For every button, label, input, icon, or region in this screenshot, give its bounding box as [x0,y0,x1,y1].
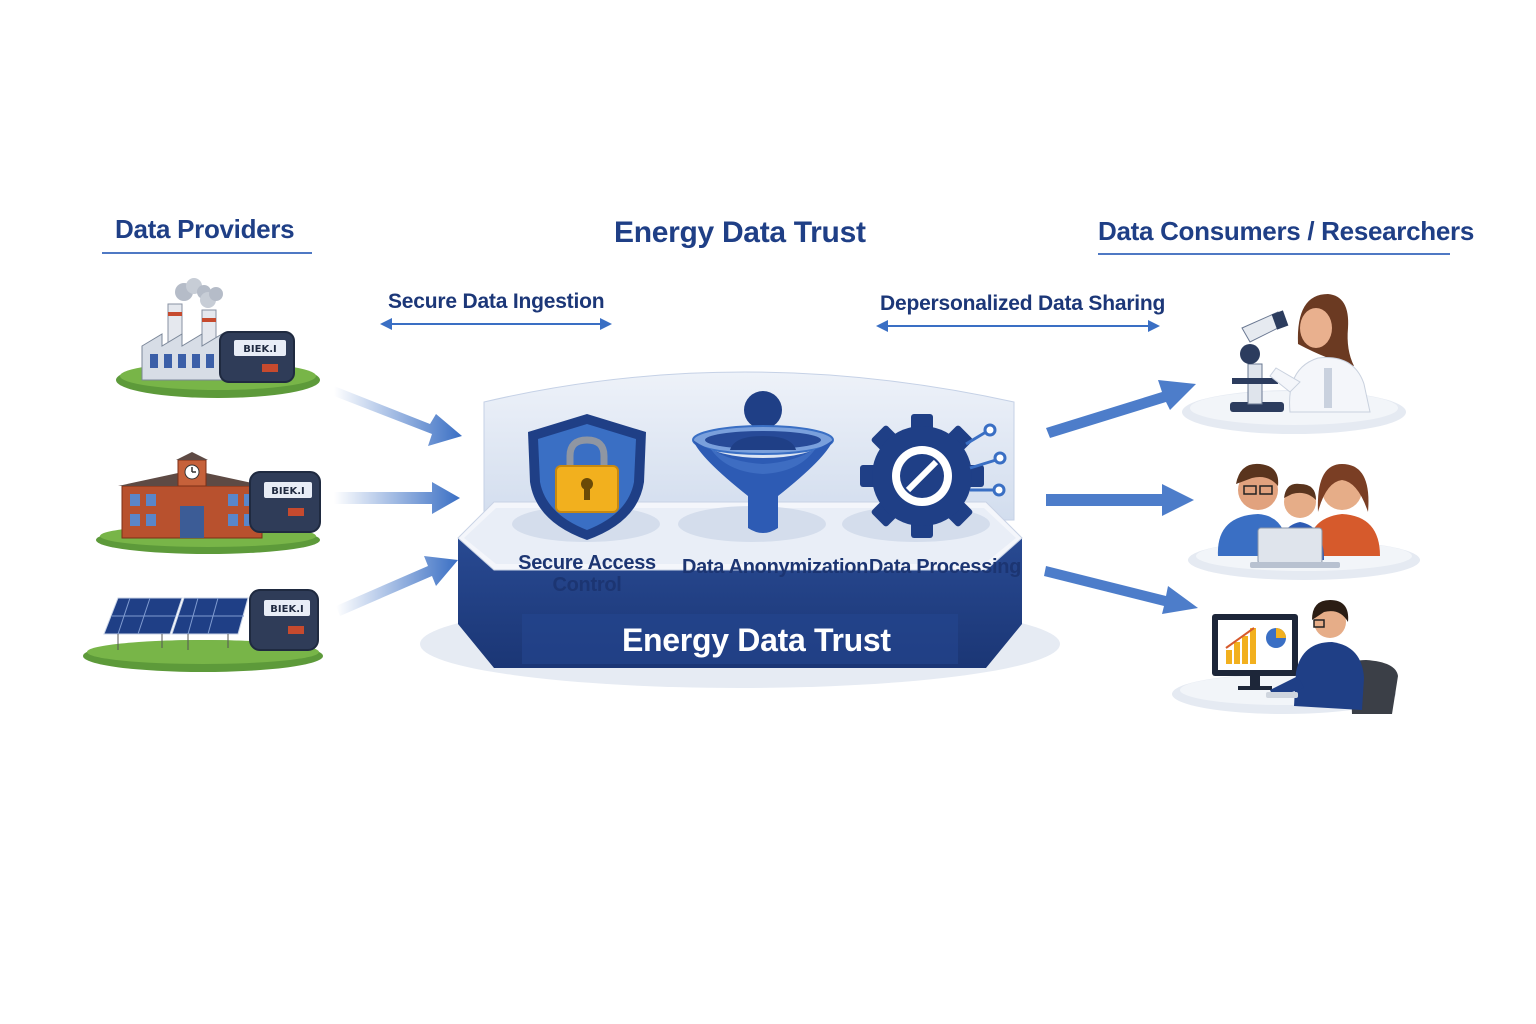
shield-lock-icon [528,414,646,540]
trust-heading: Energy Data Trust [614,216,866,249]
sharing-label: Depersonalized Data Sharing [880,292,1166,315]
consumers-heading: Data Consumers / Researchers [1098,216,1475,246]
gear-icon [860,414,1007,538]
factory-meter-icon: BIEK.I [116,278,320,398]
arrow-provider-1 [334,386,462,446]
sharing-double-arrow [876,320,1160,332]
arrow-consumer-1 [1046,380,1196,438]
funnel-person-icon [692,391,834,533]
arrow-consumer-2 [1046,484,1194,516]
arrow-consumer-3 [1044,566,1198,614]
solar-panel-meter-icon: BIEK.I [83,589,323,672]
module-label-secure-access: Secure Access Control [500,552,674,596]
school-meter-icon: BIEK.I [96,452,321,554]
module-label-line2: Control [552,574,622,596]
arrow-provider-2 [334,482,460,514]
meter-display: BIEK.I [271,486,304,497]
providers-heading: Data Providers [115,214,295,244]
arrow-provider-3 [336,556,458,616]
family-laptop-icon [1188,463,1420,580]
module-label-anonymization: Data Anonymization [681,556,869,578]
meter-display: BIEK.I [270,604,303,615]
ingestion-double-arrow [380,318,612,330]
providers-heading-underline [102,252,312,254]
plinth-label: Energy Data Trust [622,622,891,658]
module-label-line1: Secure Access [518,552,656,574]
meter-display: BIEK.I [243,344,276,355]
scientist-microscope-icon [1182,294,1406,434]
module-label-processing: Data Processing [868,556,1022,578]
consumers-heading-underline [1098,253,1450,255]
ingestion-label: Secure Data Ingestion [388,290,605,313]
analyst-computer-icon [1172,600,1398,714]
